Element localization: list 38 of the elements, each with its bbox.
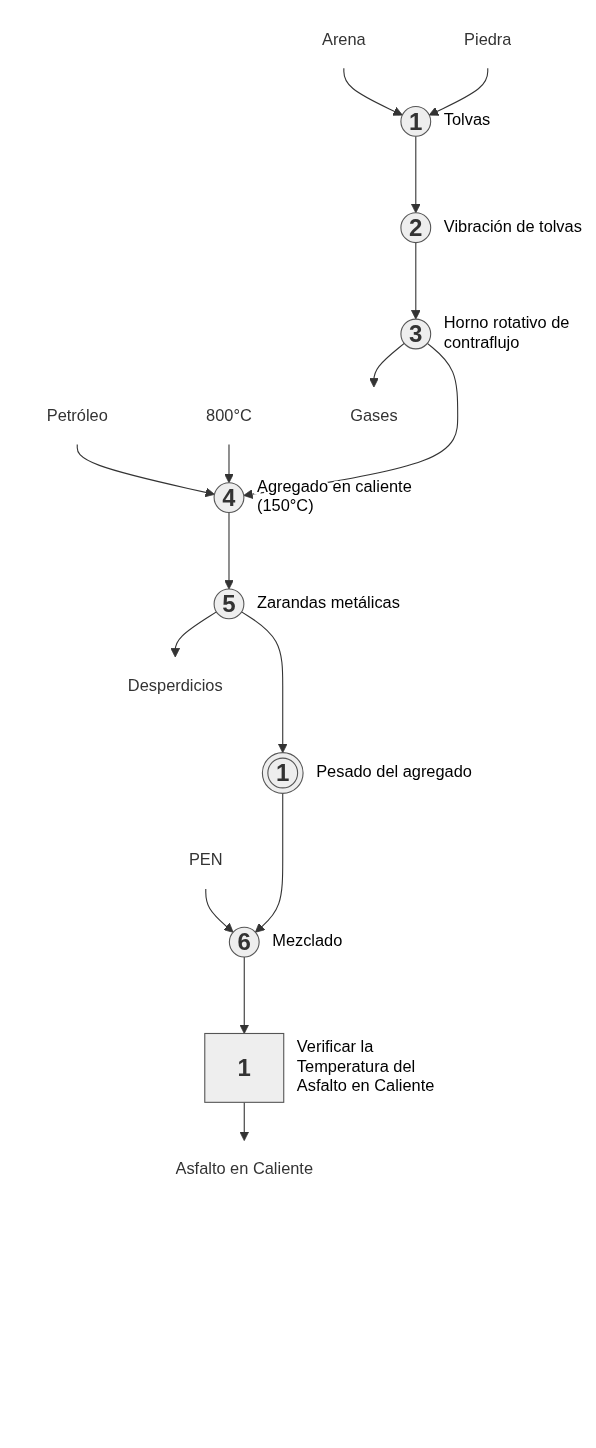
arrow — [243, 342, 459, 499]
node-circle: 3 — [400, 318, 432, 350]
node-text: Petróleo — [46, 405, 108, 425]
arrow — [224, 511, 234, 590]
step-description: Vibración de tolvas — [443, 216, 582, 235]
node-text: Asfalto en Caliente — [175, 1159, 314, 1178]
arrow — [254, 792, 284, 933]
node-circle: 1 — [261, 752, 304, 794]
arrow — [239, 1101, 250, 1141]
step-description: Horno rotativo de contraflujo — [443, 312, 570, 351]
step-description: Verificar la Temperatura del Asfalto en Caliente — [296, 1037, 435, 1095]
arrow — [76, 443, 215, 498]
arrow — [428, 67, 489, 116]
step-description: Mezclado — [272, 930, 343, 949]
arrow — [241, 611, 288, 754]
arrow — [205, 888, 234, 933]
step-description: Pesado del agregado — [316, 761, 472, 780]
arrow — [411, 135, 421, 214]
node-circle: 5 — [213, 588, 245, 620]
node-text: Arena — [321, 29, 366, 49]
node-circle: 1 — [400, 106, 432, 137]
node-text: Piedra — [464, 29, 512, 49]
node-text: Desperdicios — [127, 675, 223, 695]
arrow — [343, 67, 403, 116]
node-circle: 2 — [400, 212, 432, 244]
arrow — [170, 611, 217, 658]
node-circle: 6 — [228, 926, 260, 958]
arrow — [224, 443, 234, 484]
node-text: PEN — [188, 850, 223, 869]
node-circle: 4 — [213, 482, 245, 514]
step-description: Tolvas — [443, 110, 491, 129]
node-text: Gases — [350, 405, 398, 425]
arrow — [369, 342, 405, 388]
node-text: 800°C — [206, 405, 252, 425]
arrow — [411, 242, 421, 320]
step-description: Zarandas metálicas — [257, 592, 400, 611]
arrow — [239, 956, 250, 1034]
node-box: 1 — [204, 1032, 285, 1103]
